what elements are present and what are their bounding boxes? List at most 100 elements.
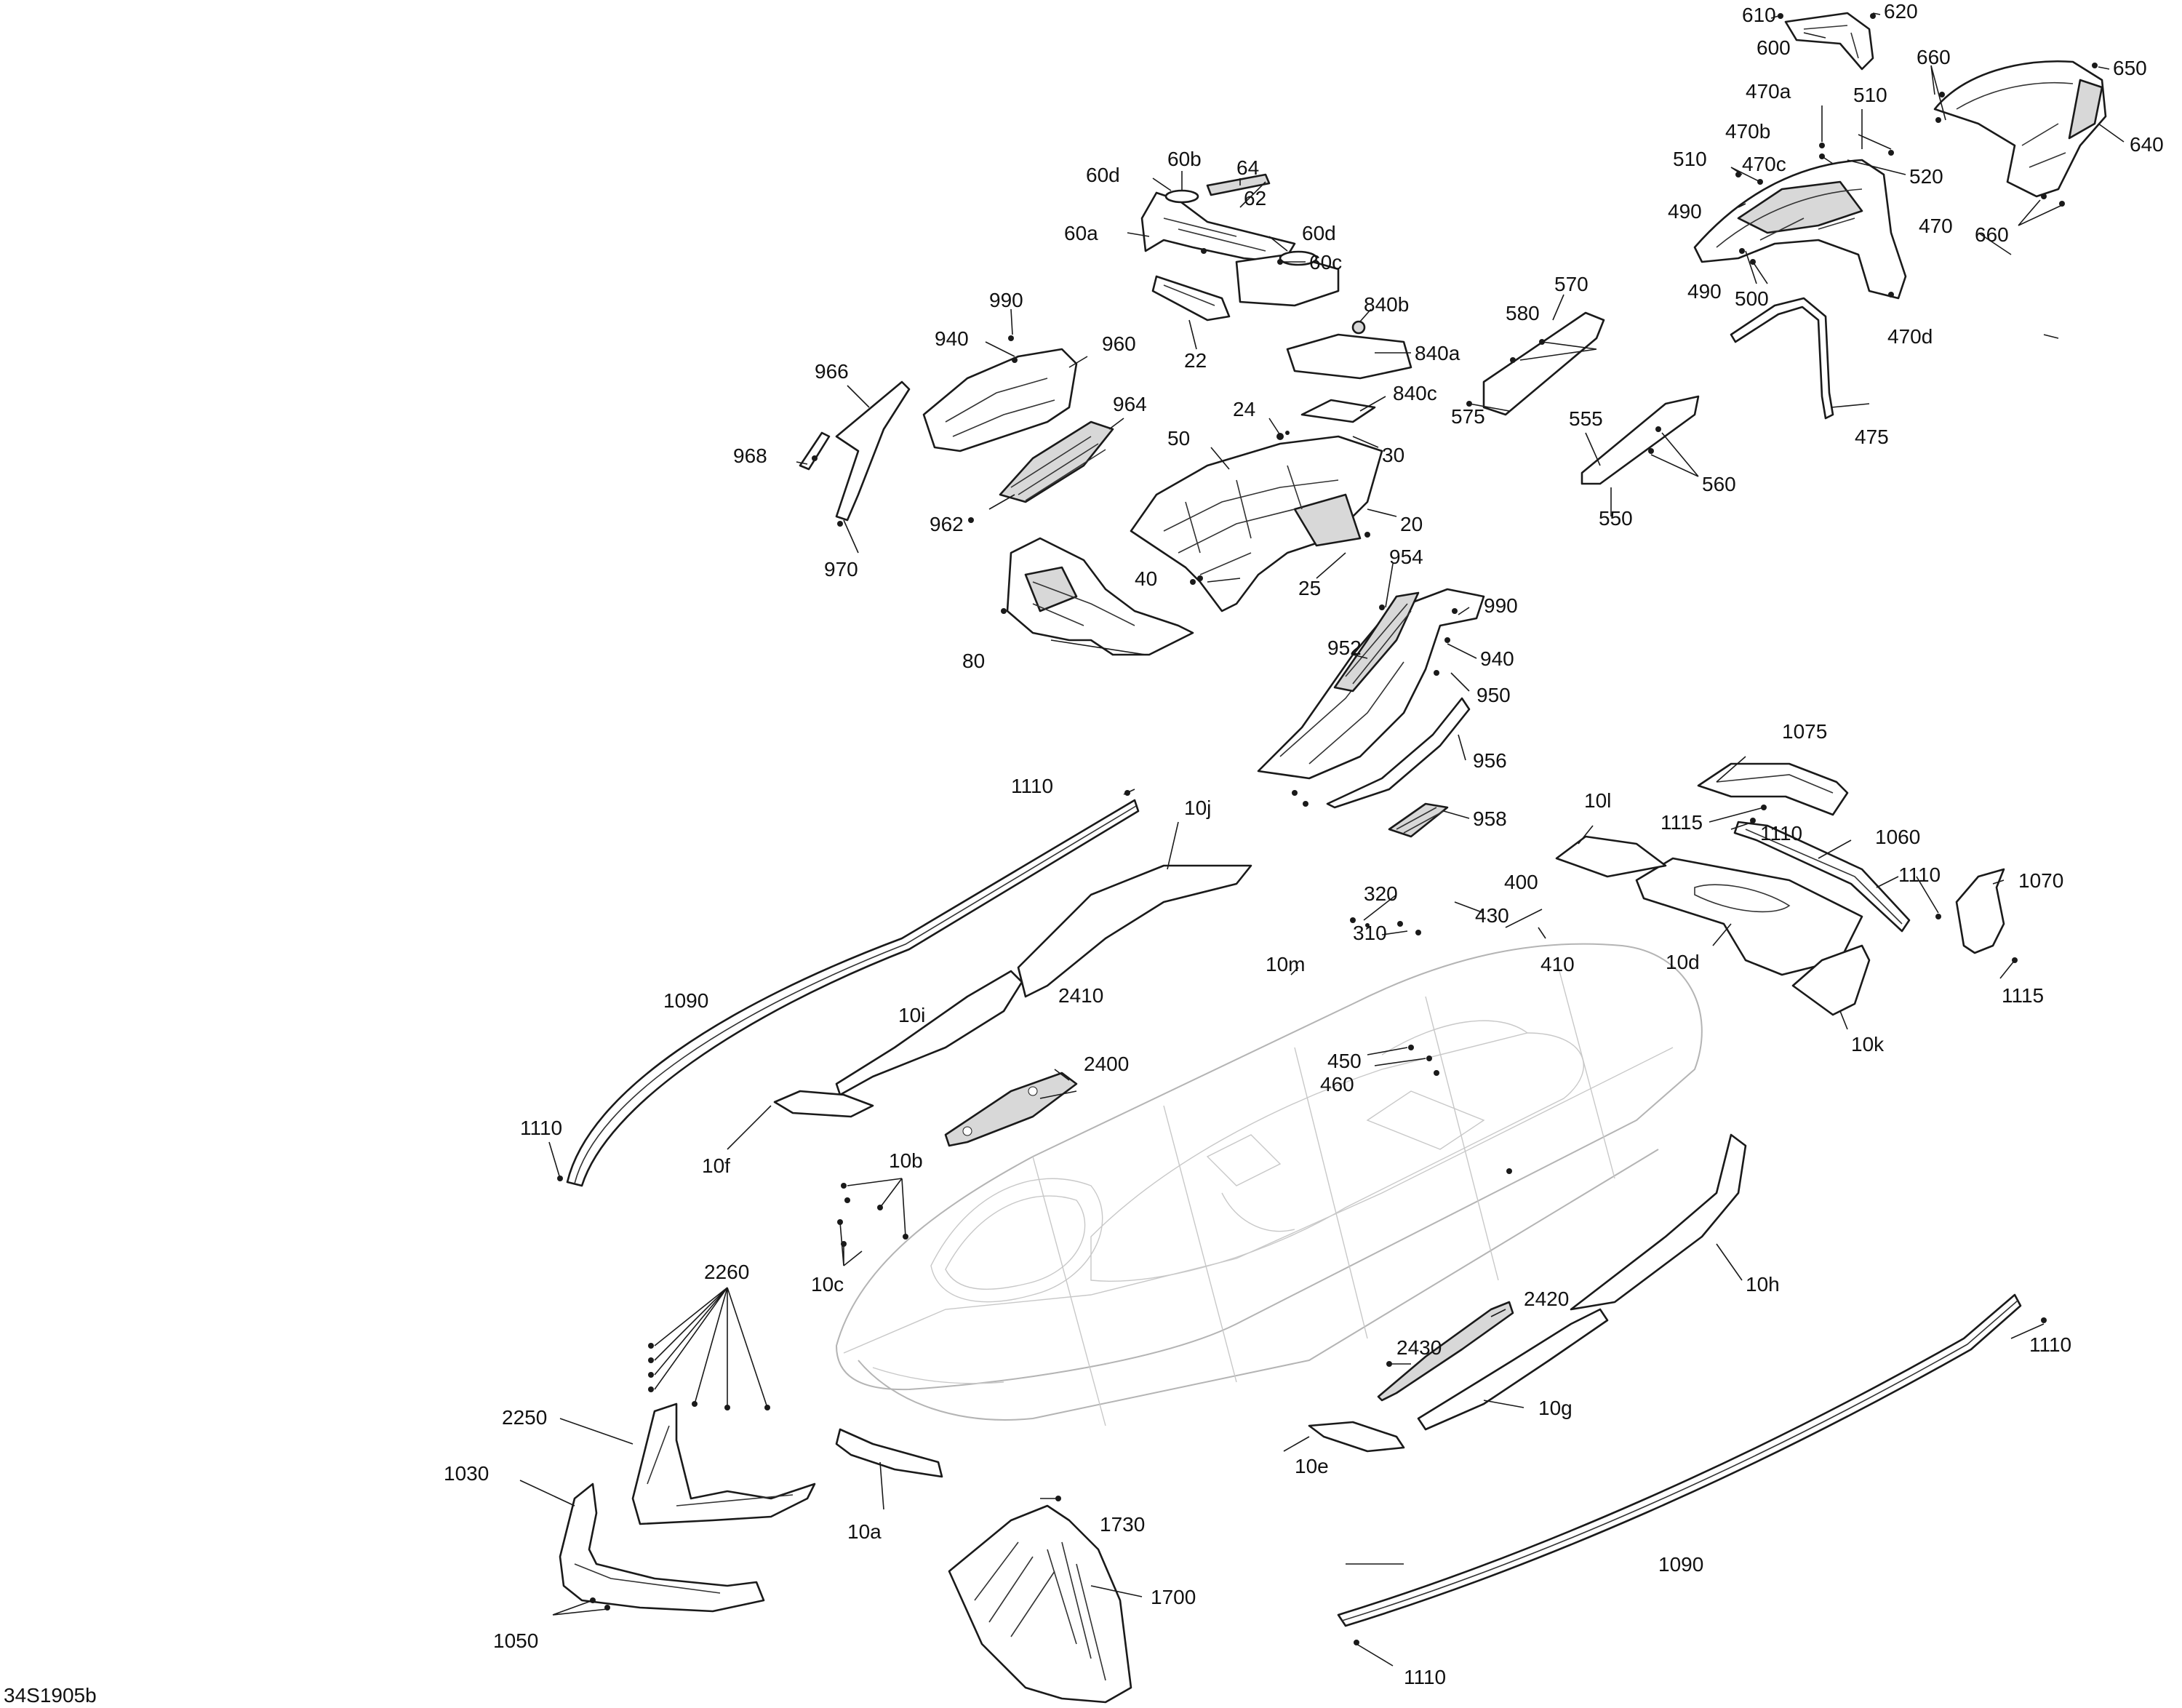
part-10h-decal bbox=[1570, 1133, 1747, 1311]
label-470d: 470d bbox=[1887, 325, 1933, 348]
label-50: 50 bbox=[1167, 427, 1190, 450]
label-2250: 2250 bbox=[502, 1406, 547, 1429]
label-410: 410 bbox=[1540, 953, 1575, 975]
part-1090-lower-rail bbox=[1337, 1293, 2022, 1627]
label-550: 550 bbox=[1599, 507, 1633, 530]
label-1050: 1050 bbox=[493, 1629, 538, 1652]
label-610: 610 bbox=[1742, 4, 1776, 26]
label-520: 520 bbox=[1909, 165, 1943, 188]
part-10d-decal bbox=[1635, 857, 1863, 976]
label-1090b: 1090 bbox=[1658, 1553, 1703, 1576]
label-30: 30 bbox=[1382, 444, 1404, 466]
label-968: 968 bbox=[733, 444, 767, 467]
label-20: 20 bbox=[1400, 513, 1423, 535]
label-1110-c: 1110 bbox=[1898, 863, 1941, 886]
part-1060-rail bbox=[1733, 821, 1911, 933]
label-660: 660 bbox=[1917, 46, 1951, 68]
label-500: 500 bbox=[1735, 287, 1769, 310]
part-1700-mat bbox=[948, 1504, 1132, 1704]
part-10l-decal bbox=[1555, 835, 1667, 878]
label-2410: 2410 bbox=[1058, 984, 1103, 1007]
part-2400-bracket bbox=[944, 1072, 1078, 1147]
diagram-reference-code: 34S1905b bbox=[4, 1684, 97, 1707]
part-962-grille bbox=[999, 420, 1114, 503]
label-952: 952 bbox=[1327, 636, 1362, 659]
part-640-panel bbox=[1933, 60, 2107, 207]
label-990: 990 bbox=[989, 289, 1023, 311]
part-22-bracket bbox=[1151, 275, 1231, 322]
label-620: 620 bbox=[1884, 0, 1918, 23]
label-580: 580 bbox=[1506, 302, 1540, 324]
part-10g-decal bbox=[1417, 1308, 1609, 1431]
hull-deck bbox=[836, 943, 1703, 1426]
label-1070: 1070 bbox=[2018, 869, 2063, 892]
label-1030: 1030 bbox=[444, 1462, 489, 1485]
screw-hardware bbox=[557, 335, 2047, 1645]
label-64: 64 bbox=[1236, 156, 1259, 179]
label-940b: 940 bbox=[1480, 647, 1514, 670]
label-10g: 10g bbox=[1538, 1397, 1572, 1419]
label-2420: 2420 bbox=[1524, 1288, 1569, 1310]
part-958-grille bbox=[1388, 802, 1449, 838]
label-10m: 10m bbox=[1266, 953, 1305, 975]
label-470a: 470a bbox=[1746, 80, 1791, 103]
label-970: 970 bbox=[824, 558, 858, 580]
label-1110-a: 1110 bbox=[1011, 775, 1053, 797]
label-10i: 10i bbox=[898, 1004, 925, 1026]
leader-lines bbox=[519, 12, 2125, 1667]
label-840c: 840c bbox=[1393, 382, 1437, 404]
label-960: 960 bbox=[1102, 332, 1136, 355]
label-510: 510 bbox=[1853, 84, 1887, 106]
label-460: 460 bbox=[1320, 1073, 1354, 1096]
label-10b: 10b bbox=[889, 1149, 923, 1172]
label-25: 25 bbox=[1298, 577, 1321, 599]
label-10f: 10f bbox=[702, 1154, 730, 1177]
label-2260: 2260 bbox=[704, 1261, 749, 1283]
label-10d: 10d bbox=[1666, 951, 1700, 973]
label-600: 600 bbox=[1757, 36, 1791, 59]
part-1090-upper-rail bbox=[566, 799, 1140, 1187]
label-10j: 10j bbox=[1184, 797, 1211, 819]
label-24: 24 bbox=[1233, 398, 1255, 420]
part-10e-decal bbox=[1308, 1421, 1405, 1453]
part-10i-decal bbox=[835, 970, 1023, 1096]
part-80-panel bbox=[1006, 537, 1194, 656]
part-470-rear-grab-handle bbox=[1693, 143, 1907, 300]
label-954: 954 bbox=[1389, 546, 1423, 568]
label-490b: 490 bbox=[1687, 280, 1722, 303]
label-1110-e: 1110 bbox=[2029, 1333, 2071, 1356]
part-950-side-panel bbox=[1257, 588, 1485, 780]
label-990b: 990 bbox=[1484, 594, 1518, 617]
label-660b: 660 bbox=[1975, 223, 2009, 246]
label-575: 575 bbox=[1451, 405, 1485, 428]
label-10h: 10h bbox=[1746, 1273, 1780, 1296]
label-2400: 2400 bbox=[1084, 1053, 1129, 1075]
label-640: 640 bbox=[2130, 133, 2164, 156]
label-400: 400 bbox=[1504, 871, 1538, 893]
label-510b: 510 bbox=[1673, 148, 1707, 170]
label-1730: 1730 bbox=[1100, 1513, 1145, 1536]
label-470c: 470c bbox=[1742, 153, 1786, 175]
label-1115: 1115 bbox=[1661, 811, 1703, 834]
part-475-rail bbox=[1730, 297, 1834, 420]
label-958: 958 bbox=[1473, 807, 1507, 830]
label-475: 475 bbox=[1855, 426, 1889, 448]
part-960-side-panel bbox=[922, 348, 1078, 452]
label-1700: 1700 bbox=[1151, 1586, 1196, 1608]
label-1060: 1060 bbox=[1875, 826, 1920, 848]
label-1110-f: 1110 bbox=[1404, 1666, 1446, 1688]
label-80: 80 bbox=[962, 650, 985, 672]
label-555: 555 bbox=[1569, 407, 1603, 430]
label-10c: 10c bbox=[811, 1273, 844, 1296]
part-10j-decal bbox=[1017, 864, 1252, 998]
label-840b: 840b bbox=[1364, 293, 1409, 316]
label-956: 956 bbox=[1473, 749, 1507, 772]
label-10a: 10a bbox=[847, 1520, 882, 1543]
label-966: 966 bbox=[815, 360, 849, 383]
label-950: 950 bbox=[1476, 684, 1511, 706]
label-490: 490 bbox=[1668, 200, 1702, 223]
part-952-grille bbox=[1333, 591, 1420, 693]
label-320: 320 bbox=[1364, 882, 1398, 905]
part-550-strip bbox=[1580, 395, 1700, 485]
label-10k: 10k bbox=[1851, 1033, 1885, 1055]
